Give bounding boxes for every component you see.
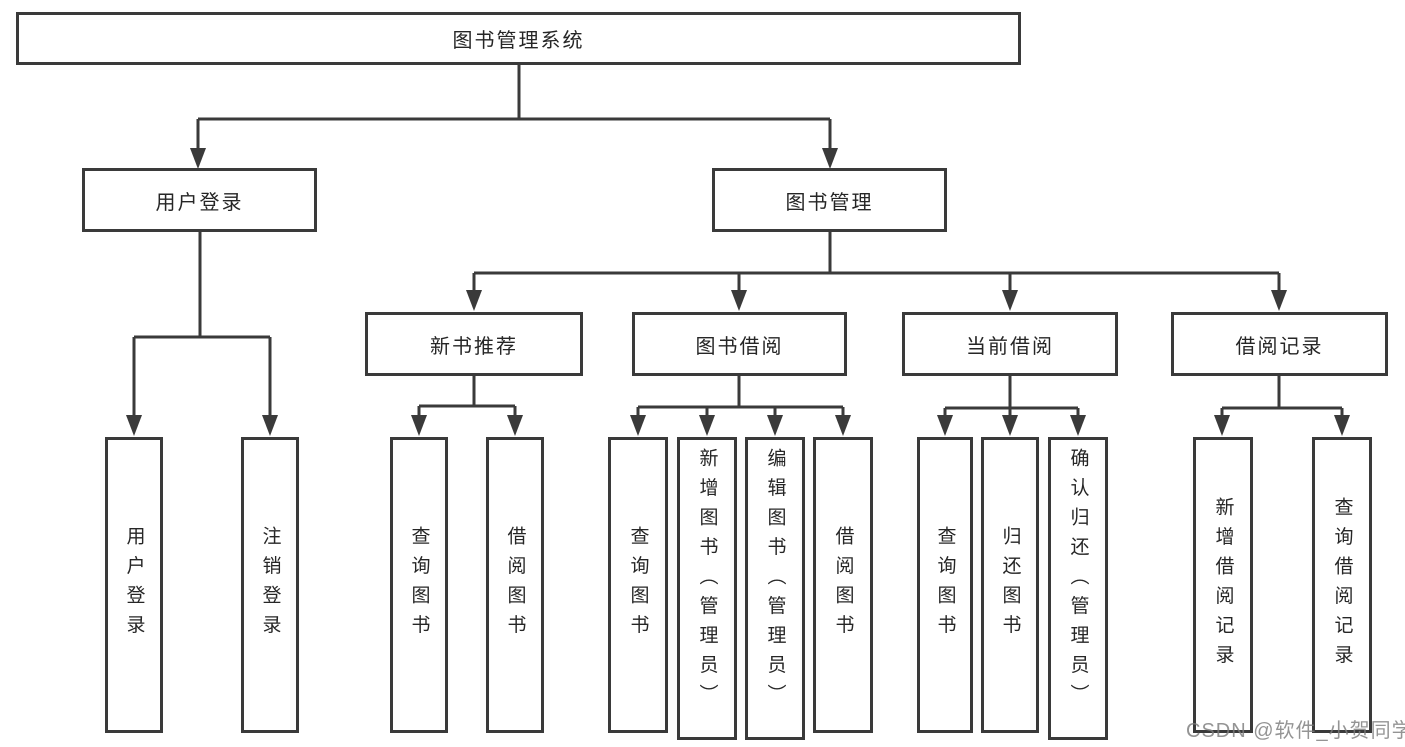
arrowheads: [126, 148, 1350, 436]
leaf-edit-books-admin: 编辑图书（管理员）: [745, 437, 805, 740]
leaf-borrow-books: 借阅图书: [813, 437, 873, 733]
leaf-add-borrow-record: 新增借阅记录: [1193, 437, 1253, 733]
leaf-logout: 注销登录: [241, 437, 299, 733]
leaf-recommend-borrow-books: 借阅图书: [486, 437, 544, 733]
leaf-borrow-query-books: 查询图书: [608, 437, 668, 733]
leaf-confirm-return-admin: 确认归还（管理员）: [1048, 437, 1108, 740]
leaf-current-query-books: 查询图书: [917, 437, 973, 733]
node-user-login: 用户登录: [82, 168, 317, 232]
leaf-return-books: 归还图书: [981, 437, 1039, 733]
node-book-management: 图书管理: [712, 168, 947, 232]
leaf-add-books-admin: 新增图书（管理员）: [677, 437, 737, 740]
node-current-borrow: 当前借阅: [902, 312, 1118, 376]
node-book-borrow: 图书借阅: [632, 312, 847, 376]
node-library-system: 图书管理系统: [16, 12, 1021, 65]
csdn-watermark: CSDN @软件_小贺同学: [1186, 720, 1405, 742]
leaf-user-login: 用户登录: [105, 437, 163, 733]
node-borrow-records: 借阅记录: [1171, 312, 1388, 376]
node-new-book-recommend: 新书推荐: [365, 312, 583, 376]
leaf-query-borrow-record: 查询借阅记录: [1312, 437, 1372, 733]
leaf-recommend-query-books: 查询图书: [390, 437, 448, 733]
